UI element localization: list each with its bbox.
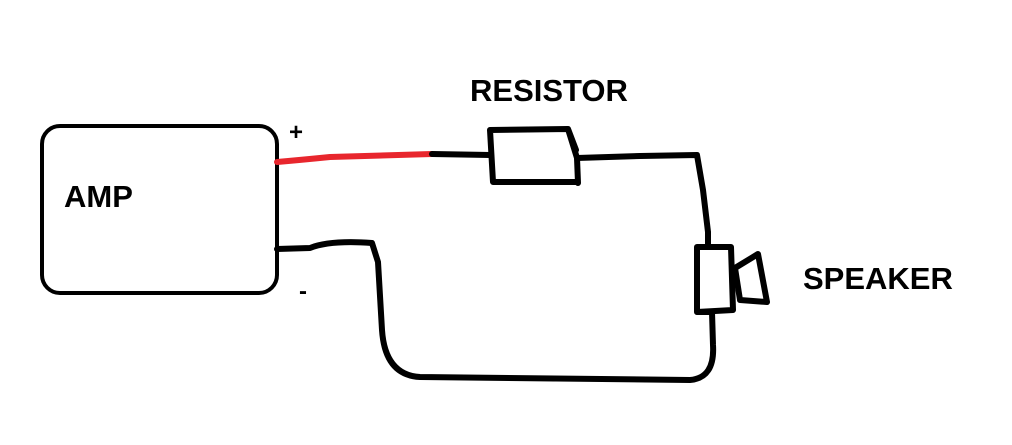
speaker-body [694,244,736,315]
wire-resistor-to-speaker [574,152,711,250]
resistor-body [487,126,581,186]
resistor-label: RESISTOR [470,73,628,108]
speaker-cone [732,251,770,305]
amp-label: AMP [64,179,133,214]
speaker-label: SPEAKER [803,261,953,296]
negative-wire [274,239,717,383]
positive-wire [274,151,435,165]
wire-to-resistor [429,151,493,158]
amp-box [40,124,279,295]
positive-terminal-label: + [289,119,303,146]
negative-terminal-label: - [299,278,307,305]
